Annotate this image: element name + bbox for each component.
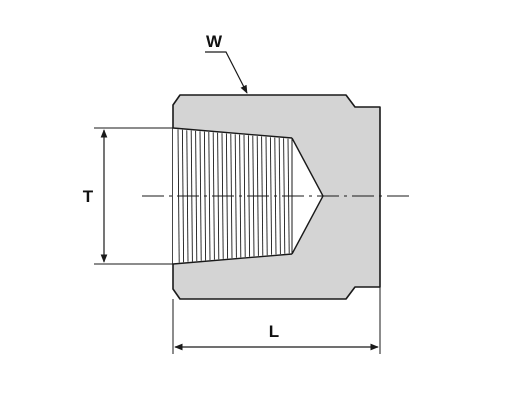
bore-top-edge (172, 127, 293, 139)
thread-line (234, 134, 237, 258)
thread-label: T (83, 187, 94, 206)
thread-line (243, 134, 246, 258)
thread-line (208, 131, 211, 261)
bore-bottom-edge (172, 253, 293, 265)
thread-line (278, 137, 281, 255)
thread-line (199, 131, 202, 261)
w-leader (205, 51, 248, 94)
width-label: W (206, 32, 223, 51)
length-label: L (269, 322, 279, 341)
thread-line (269, 137, 273, 255)
